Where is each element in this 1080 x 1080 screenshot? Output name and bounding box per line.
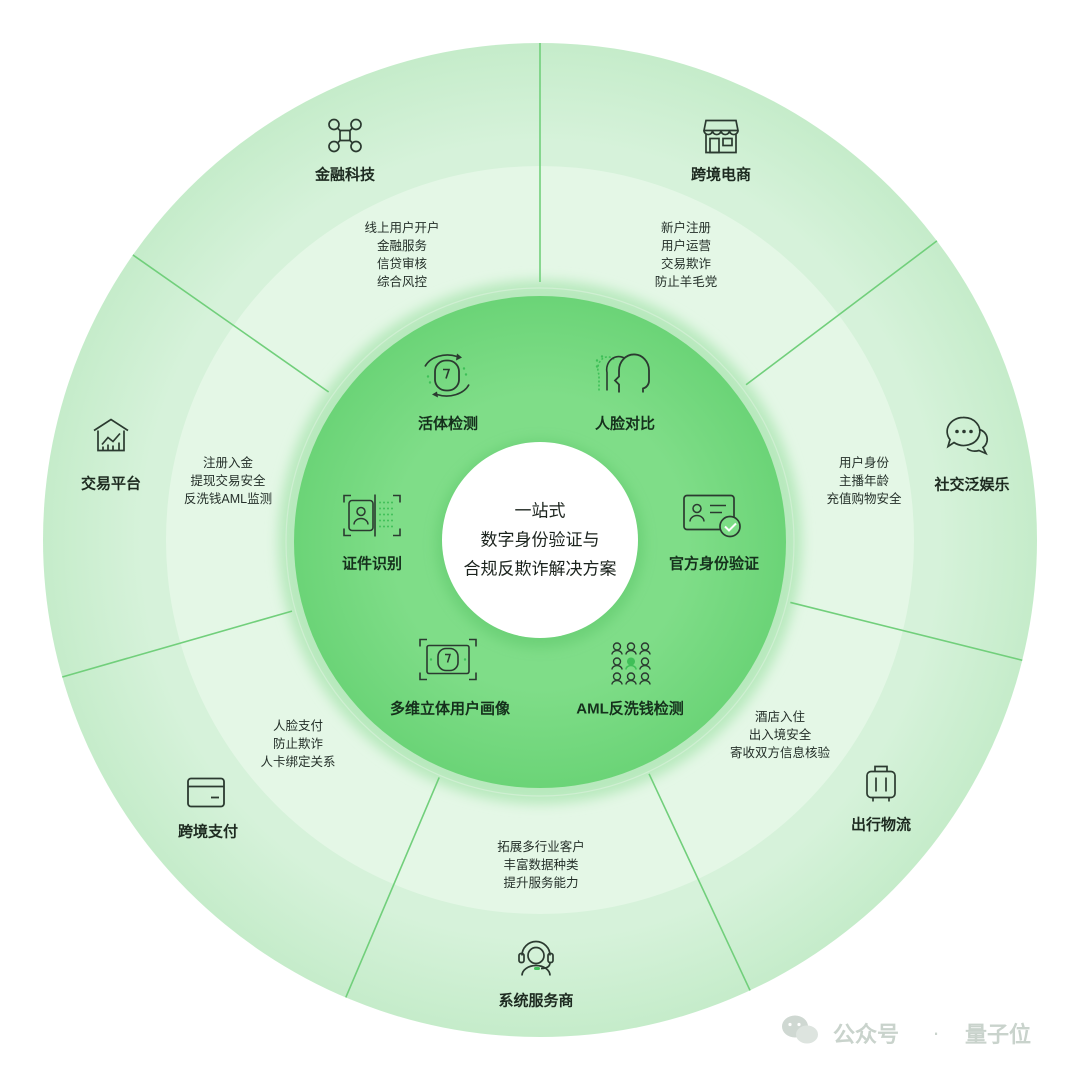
molecule-network-icon: [326, 117, 364, 160]
list-item: 用户运营: [660, 239, 712, 253]
industry-fintech-list: 线上用户开户 金融服务 信贷审核 综合风控: [364, 219, 439, 291]
industry-fintech-title: 金融科技: [314, 166, 376, 184]
list-item: 交易欺诈: [660, 257, 712, 271]
list-item: 主播年龄: [838, 474, 890, 488]
list-item: 人卡绑定关系: [260, 755, 336, 769]
industry-ecommerce-title: 跨境电商: [690, 166, 752, 184]
capability-official-id-verify: 官方身份验证: [668, 555, 760, 573]
sector-dividers: [62, 43, 1023, 998]
center-line-1: 一站式: [514, 501, 566, 521]
list-item: 丰富数据种类: [503, 858, 579, 872]
sector-divider: [345, 777, 440, 998]
list-item: 新户注册: [660, 221, 712, 235]
list-item: 防止羊毛党: [654, 275, 718, 289]
capability-liveness: 活体检测: [417, 415, 479, 433]
document-scan-icon: [342, 493, 402, 544]
sector-divider: [132, 254, 330, 393]
list-item: 反洗钱AML监测: [183, 492, 273, 506]
list-item: 线上用户开户: [364, 221, 440, 235]
industry-trading-list: 注册入金 提现交易安全 反洗钱AML监测: [184, 454, 272, 508]
capability-document-ocr: 证件识别: [341, 555, 403, 573]
watermark-right: 量子位: [964, 1022, 1032, 1047]
center-line-3: 合规反欺诈解决方案: [463, 559, 617, 579]
sector-divider: [648, 773, 751, 991]
industry-ecommerce-list: 新户注册 用户运营 交易欺诈 防止羊毛党: [655, 219, 718, 291]
storefront-icon: [702, 119, 740, 160]
center-title: 一站式 数字身份验证与 合规反欺诈解决方案: [464, 497, 617, 584]
list-item: 提现交易安全: [190, 474, 266, 488]
list-item: 金融服务: [376, 239, 428, 253]
list-item: 人脸支付: [272, 719, 324, 733]
credit-card-icon: [186, 777, 226, 814]
watermark-separator: ·: [932, 1020, 940, 1045]
list-item: 酒店入住: [754, 710, 806, 724]
capability-aml: AML反洗钱检测: [576, 700, 684, 718]
user-portrait-icon: [418, 637, 478, 688]
industry-travel-list: 酒店入住 出入境安全 寄收双方信息核验: [730, 708, 830, 762]
list-item: 拓展多行业客户: [497, 840, 585, 854]
people-network-icon: [608, 641, 654, 692]
chat-bubbles-icon: [945, 416, 989, 461]
wechat-icon: [780, 1014, 820, 1053]
bank-chart-icon: [92, 418, 130, 459]
list-item: 注册入金: [202, 456, 254, 470]
industry-service-provider-title: 系统服务商: [498, 992, 574, 1010]
center-disk: [442, 442, 638, 638]
capability-user-portrait: 多维立体用户画像: [389, 700, 511, 718]
list-item: 防止欺诈: [272, 737, 324, 751]
list-item: 出入境安全: [748, 728, 812, 742]
inner-ring-edge: [285, 287, 795, 797]
list-item: 信贷审核: [376, 257, 428, 271]
list-item: 提升服务能力: [503, 876, 579, 890]
luggage-icon: [864, 764, 898, 809]
list-item: 寄收双方信息核验: [729, 746, 831, 760]
list-item: 综合风控: [376, 275, 428, 289]
industry-service-provider-list: 拓展多行业客户 丰富数据种类 提升服务能力: [497, 838, 585, 892]
watermark-left: 公众号: [832, 1022, 900, 1047]
sector-divider: [790, 601, 1023, 662]
industry-travel-title: 出行物流: [850, 816, 912, 834]
industry-payment-list: 人脸支付 防止欺诈 人卡绑定关系: [260, 717, 335, 771]
list-item: 充值购物安全: [826, 492, 902, 506]
industry-social-list: 用户身份 主播年龄 充值购物安全: [826, 454, 901, 508]
industry-payment-title: 跨境支付: [177, 823, 239, 841]
industry-social-title: 社交泛娱乐: [934, 476, 1010, 494]
capability-face-compare: 人脸对比: [594, 415, 656, 433]
face-compare-icon: [593, 351, 655, 402]
industry-trading-title: 交易平台: [80, 475, 142, 493]
id-card-check-icon: [682, 493, 744, 544]
sector-divider: [62, 610, 293, 678]
list-item: 用户身份: [838, 456, 890, 470]
center-line-2: 数字身份验证与: [480, 530, 600, 550]
sector-divider: [745, 240, 938, 386]
liveness-face-icon: [419, 353, 475, 404]
headset-agent-icon: [517, 938, 555, 983]
